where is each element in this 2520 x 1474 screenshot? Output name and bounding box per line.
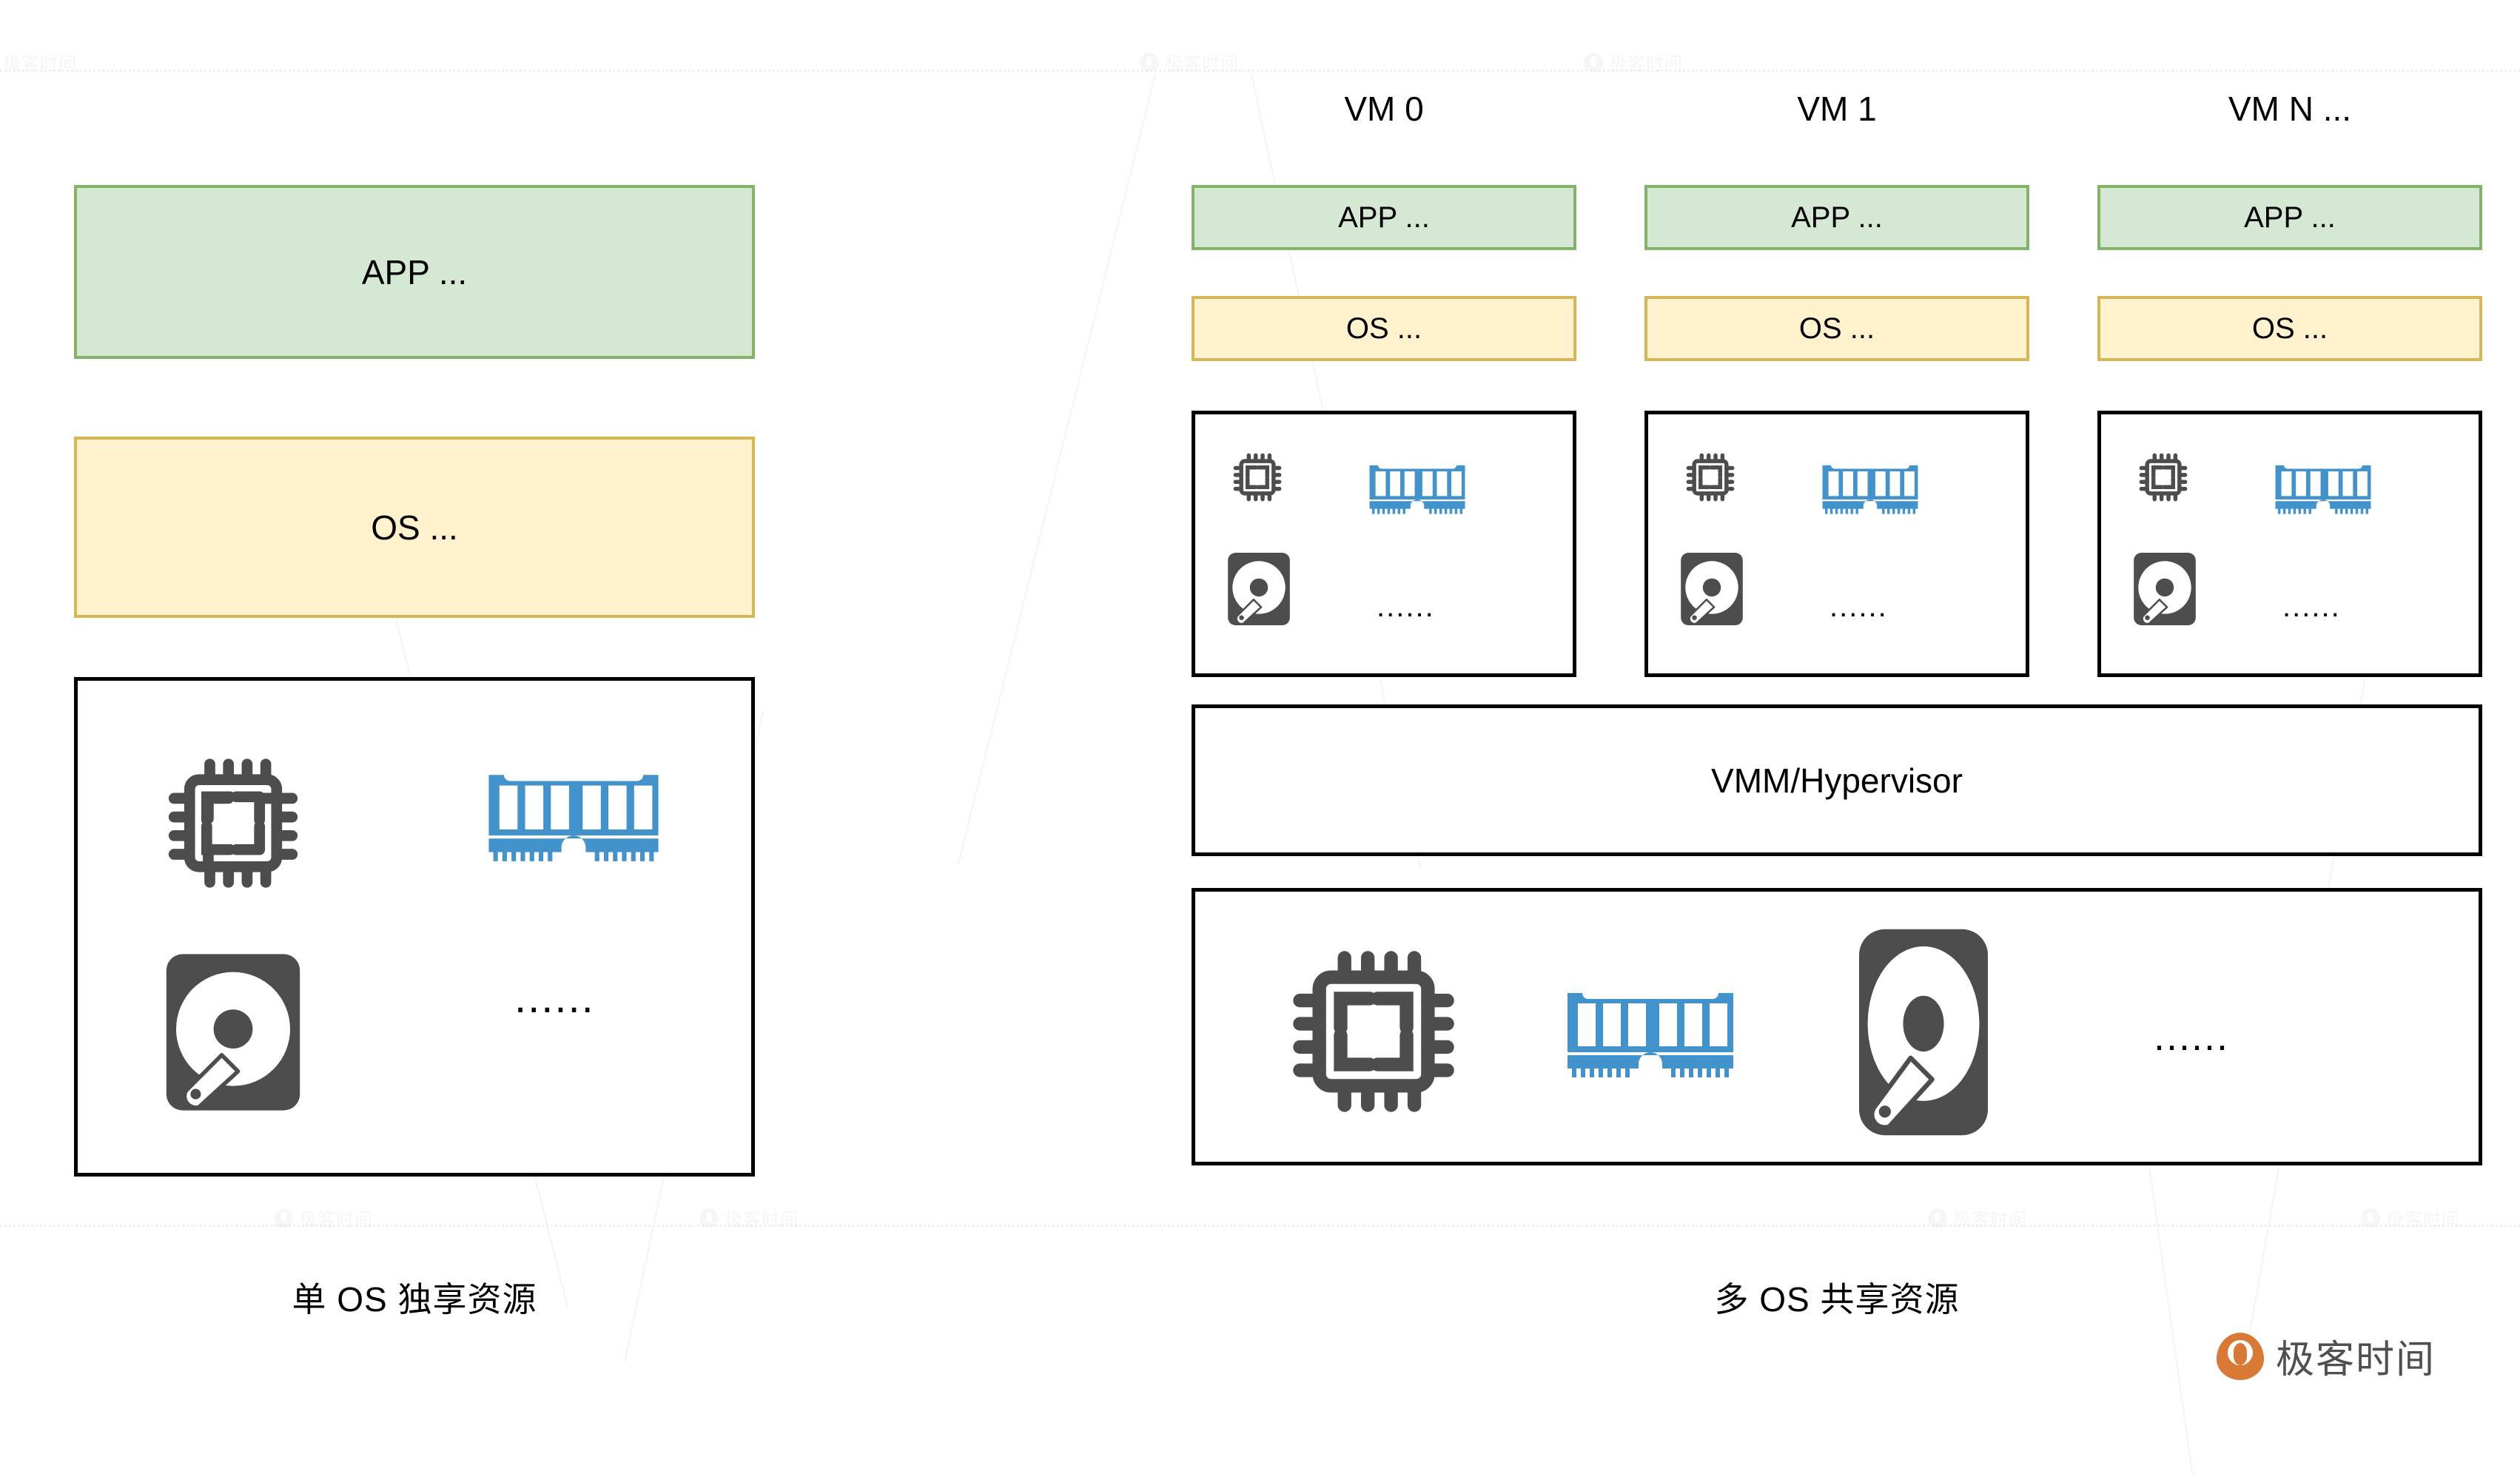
hdd-icon [1854, 925, 1993, 1143]
cpu-icon [1277, 932, 1471, 1134]
left-panel-caption: 单 OS 独享资源 [292, 1280, 537, 1319]
shared-hardware-ellipsis: ...... [2154, 1014, 2230, 1059]
geektime-logo-icon [2217, 1332, 2264, 1380]
left-app-box[interactable]: APP ... [74, 185, 755, 359]
geektime-logo-inner-dot [2234, 1342, 2247, 1365]
left-hardware-ellipsis: ...... [514, 974, 595, 1022]
vm-os-box-2[interactable]: OS ... [2097, 296, 2482, 361]
vm-os-label-1: OS ... [1798, 312, 1875, 345]
cpu-icon [1681, 448, 1739, 511]
ram-icon [481, 766, 666, 869]
shared-hardware-box[interactable]: ...... [1192, 888, 2482, 1165]
left-os-box[interactable]: OS ... [74, 437, 755, 618]
vm-os-box-0[interactable]: OS ... [1192, 296, 1576, 361]
vm-hardware-box-2[interactable]: ...... [2097, 411, 2482, 677]
vm-hardware-ellipsis-1: ...... [1829, 590, 1888, 623]
ram-icon [1562, 984, 1739, 1086]
cpu-icon [2134, 448, 2192, 511]
hypervisor-label: VMM/Hypervisor [1711, 761, 1963, 800]
right-panel-caption: 多 OS 共享资源 [1714, 1280, 1960, 1319]
hdd-icon [1679, 551, 1744, 630]
vm-hardware-ellipsis-0: ...... [1377, 590, 1435, 623]
hypervisor-box[interactable]: VMM/Hypervisor [1192, 704, 2482, 856]
hdd-icon [163, 951, 303, 1117]
ram-icon [2271, 460, 2375, 520]
vm-hardware-box-1[interactable]: ...... [1644, 411, 2029, 677]
vm-os-label-0: OS ... [1345, 312, 1422, 345]
vm-title-2: VM N ... [2228, 90, 2352, 128]
vm-app-box-1[interactable]: APP ... [1644, 185, 2029, 250]
vm-os-box-1[interactable]: OS ... [1644, 296, 2029, 361]
ram-icon [1818, 460, 1922, 520]
vm-title-1: VM 1 [1797, 90, 1877, 128]
left-os-label: OS ... [371, 508, 458, 547]
left-app-label: APP ... [361, 252, 468, 292]
left-hardware-box[interactable]: ...... [74, 677, 755, 1177]
vm-os-label-2: OS ... [2251, 312, 2328, 345]
brand-name: 极客时间 [2276, 1339, 2436, 1382]
cpu-icon [155, 744, 311, 906]
vm-app-label-1: APP ... [1791, 201, 1883, 234]
vm-app-label-2: APP ... [2244, 201, 2336, 234]
vm-app-box-2[interactable]: APP ... [2097, 185, 2482, 250]
vm-app-label-0: APP ... [1338, 201, 1430, 234]
vm-app-box-0[interactable]: APP ... [1192, 185, 1576, 250]
vm-title-0: VM 0 [1344, 90, 1424, 128]
vm-hardware-ellipsis-2: ...... [2282, 590, 2341, 623]
ram-icon [1365, 460, 1469, 520]
hdd-icon [1226, 551, 1291, 630]
brand-logo: 极客时间 [2217, 1328, 2436, 1384]
hdd-icon [2132, 551, 2197, 630]
cpu-icon [1229, 448, 1286, 511]
vm-hardware-box-0[interactable]: ...... [1192, 411, 1576, 677]
